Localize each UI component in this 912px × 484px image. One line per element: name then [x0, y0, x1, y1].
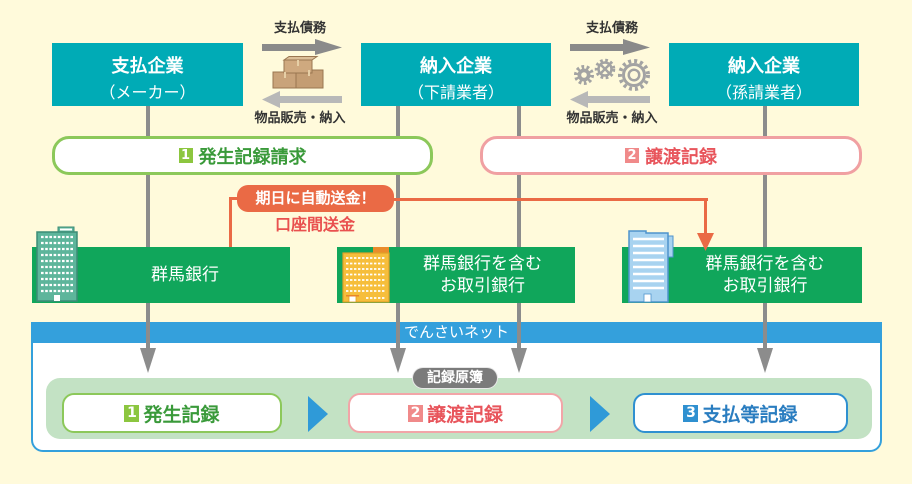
teal-building-icon [36, 226, 78, 302]
company-name: 納入企業 [728, 56, 800, 77]
bank-name-line2: お取引銀行 [722, 276, 808, 296]
connector-line-supplier-bank [396, 106, 400, 352]
transfer-arrow-icon [697, 233, 714, 251]
cardboard-boxes-icon [272, 56, 324, 89]
transfer-line [392, 198, 708, 201]
bank-name-line1: 群馬銀行を含む [705, 254, 825, 274]
right-arrow-icon [570, 39, 650, 55]
transfer-line-source [229, 197, 232, 247]
bank-name: 群馬銀行 [151, 265, 219, 285]
flow-label-payment-obligation: 支払債務 [585, 21, 638, 36]
company-role: （下請業者） [407, 83, 504, 102]
next-step-arrow-icon [590, 396, 610, 432]
auto-transfer-badge: 期日に自動送金！ [237, 185, 394, 212]
step-number-badge: 1 [178, 148, 193, 163]
down-arrow-icon [511, 348, 527, 373]
flow-label-goods-delivery: 物品販売・納入 [566, 111, 658, 126]
record-issuance: 1 発生記録 [62, 393, 282, 433]
ledger-tag: 記録原簿 [413, 368, 497, 388]
company-name: 支払企業 [111, 56, 184, 77]
record-label: 譲渡記録 [426, 403, 503, 426]
transfer-line-drop [704, 198, 707, 236]
request-label: 発生記録請求 [198, 146, 307, 168]
record-payment: 3 支払等記録 [633, 393, 848, 433]
yellow-building-icon [342, 247, 390, 303]
request-label: 譲渡記録 [645, 146, 717, 168]
flow-label-payment-obligation: 支払債務 [273, 21, 326, 36]
densai-network-title: でんさいネット [31, 322, 882, 343]
step-number-badge: 3 [683, 404, 699, 422]
right-arrow-icon [262, 39, 342, 55]
bank-name-line2: お取引銀行 [440, 276, 525, 296]
company-role: （メーカー） [99, 83, 196, 102]
connector-line-subsupplier [763, 106, 767, 352]
company-subsupplier: 納入企業 （孫請業者） [669, 43, 859, 106]
gears-icon [574, 58, 650, 91]
left-arrow-icon [262, 91, 342, 108]
company-name: 納入企業 [420, 56, 492, 77]
record-transfer: 2 譲渡記録 [348, 393, 563, 433]
company-payer: 支払企業 （メーカー） [52, 43, 243, 106]
step-number-badge: 2 [625, 148, 639, 163]
company-role: （孫請業者） [715, 83, 812, 102]
blue-building-icon [628, 230, 674, 303]
connector-line-payer [146, 106, 150, 352]
step-number-badge: 1 [124, 404, 140, 422]
record-label: 支払等記録 [702, 403, 798, 426]
connector-line-supplier-request [517, 106, 521, 352]
left-arrow-icon [570, 91, 650, 108]
down-arrow-icon [140, 348, 156, 373]
record-label: 発生記録 [143, 403, 220, 426]
transfer-line-source-stub [229, 197, 239, 200]
step-number-badge: 2 [407, 404, 423, 422]
down-arrow-icon [390, 348, 406, 373]
bank-name-line1: 群馬銀行を含む [423, 254, 542, 274]
request-issuance: 1 発生記録請求 [52, 136, 433, 175]
flow-label-goods-delivery: 物品販売・納入 [254, 111, 346, 126]
company-supplier: 納入企業 （下請業者） [361, 43, 551, 106]
next-step-arrow-icon [308, 396, 328, 432]
down-arrow-icon [757, 348, 773, 373]
request-transfer: 2 譲渡記録 [480, 136, 862, 175]
account-transfer-label: 口座間送金 [274, 215, 355, 234]
